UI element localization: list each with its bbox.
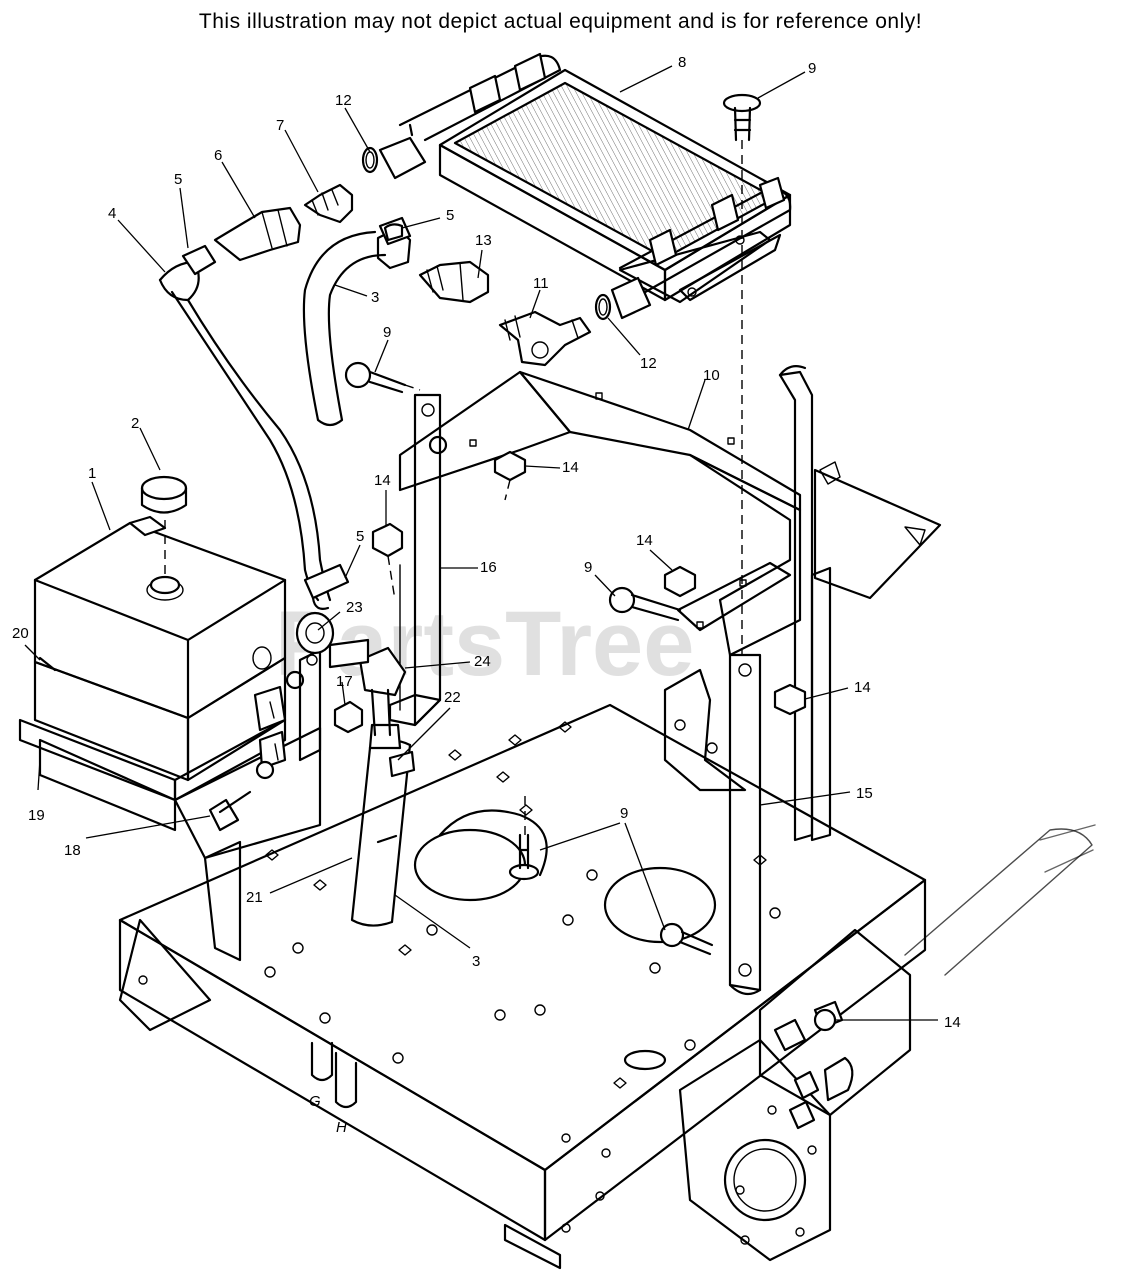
callout-labels: 8 9 12 7 6 5 4 5 3 13 11 12 9 10 2 1 14 …: [12, 54, 961, 1136]
callout-9: 9: [620, 805, 628, 822]
callout-7: 7: [276, 117, 284, 134]
callout-12: 12: [335, 92, 352, 109]
callout-8: 8: [678, 54, 686, 71]
assembly-lines: [164, 140, 743, 835]
oil-cooler-8: [378, 52, 792, 320]
callout-24: 24: [474, 653, 491, 670]
callout-20: 20: [12, 625, 29, 642]
callout-14: 14: [374, 472, 391, 489]
callout-23: 23: [346, 599, 363, 616]
callout-9: 9: [808, 60, 816, 77]
callout-5: 5: [446, 207, 454, 224]
callout-G: G: [309, 1093, 321, 1110]
callout-19: 19: [28, 807, 45, 824]
callout-10: 10: [703, 367, 720, 384]
callout-14: 14: [562, 459, 579, 476]
hoses: [158, 216, 416, 927]
reservoir-tank: [18, 515, 322, 962]
callout-5: 5: [356, 528, 364, 545]
callout-14: 14: [854, 679, 871, 696]
callout-16: 16: [480, 559, 497, 576]
base-plate: [118, 703, 927, 1270]
hardware: [38, 93, 807, 956]
callout-13: 13: [475, 232, 492, 249]
callout-4: 4: [108, 205, 116, 222]
reference-disclaimer: This illustration may not depict actual …: [198, 10, 923, 33]
callout-18: 18: [64, 842, 81, 859]
upright-15: [663, 365, 942, 996]
pump-mount: [678, 824, 1096, 1262]
callout-15: 15: [856, 785, 873, 802]
callout-5: 5: [174, 171, 182, 188]
fittings: [213, 146, 612, 367]
leader-lines: [24, 65, 938, 1021]
callout-3: 3: [472, 953, 480, 970]
callout-6: 6: [214, 147, 222, 164]
callout-21: 21: [246, 889, 263, 906]
callout-9: 9: [383, 324, 391, 341]
callout-14: 14: [636, 532, 653, 549]
callout-3: 3: [371, 289, 379, 306]
callout-2: 2: [131, 415, 139, 432]
callout-12: 12: [640, 355, 657, 372]
callout-14: 14: [944, 1014, 961, 1031]
callout-9: 9: [584, 559, 592, 576]
callout-11: 11: [533, 275, 549, 292]
callout-17: 17: [336, 673, 353, 690]
callout-1: 1: [88, 465, 96, 482]
bracket-10: [398, 370, 802, 657]
callout-22: 22: [444, 689, 461, 706]
callout-H: H: [336, 1119, 347, 1136]
